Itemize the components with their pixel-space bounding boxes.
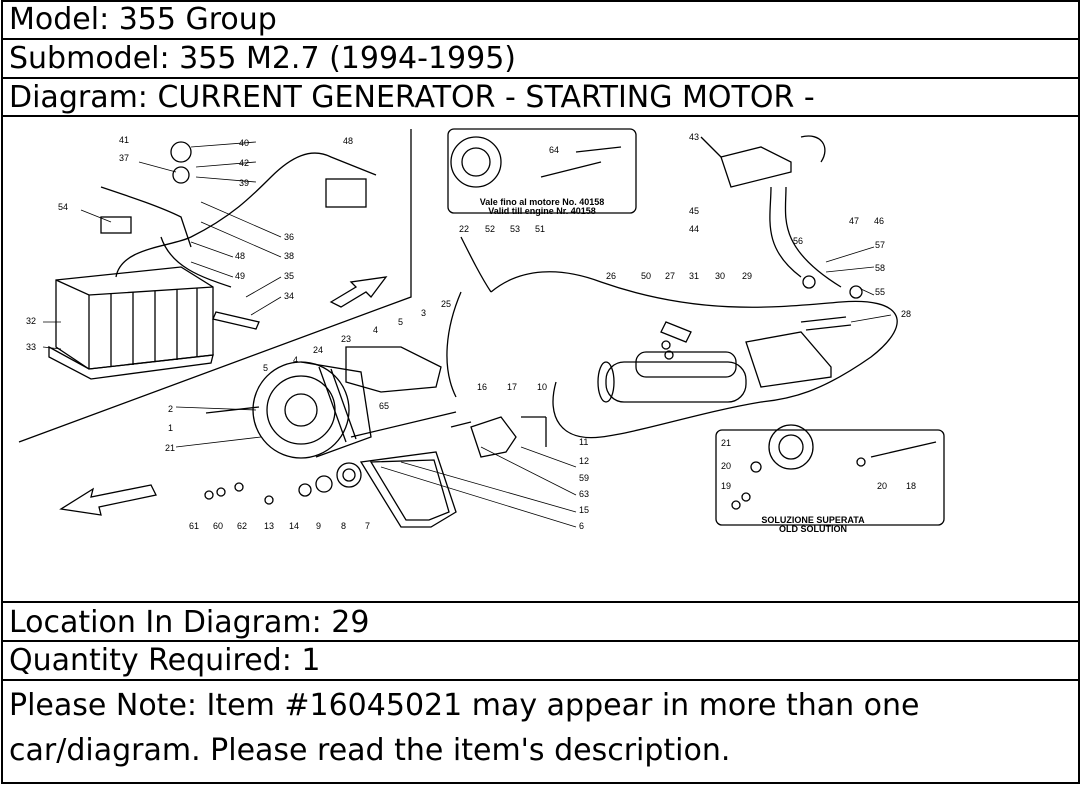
callout: 35: [284, 271, 294, 281]
callout: 63: [579, 489, 589, 499]
callout: 56: [793, 236, 803, 246]
callout: 31: [689, 271, 699, 281]
callout: 28: [901, 309, 911, 319]
callout: 48: [343, 136, 353, 146]
callout: 36: [284, 232, 294, 242]
callout: 4: [373, 325, 378, 335]
callout: 37: [119, 153, 129, 163]
callout: 52: [485, 224, 495, 234]
callout: 53: [510, 224, 520, 234]
callout: 30: [715, 271, 725, 281]
callout: 4: [293, 355, 298, 365]
callout: 61: [189, 521, 199, 531]
callout: 1: [168, 423, 173, 433]
inset-top-frame: [447, 128, 637, 214]
callout: 25: [441, 299, 451, 309]
callout: 57: [875, 240, 885, 250]
location-row: Location In Diagram: 29: [1, 603, 1080, 642]
callout: 49: [235, 271, 245, 281]
callout: 55: [875, 287, 885, 297]
callout: 12: [579, 456, 589, 466]
battery-panel-border: [18, 129, 412, 443]
callout: 46: [874, 216, 884, 226]
callout: 9: [316, 521, 321, 531]
callout: 20: [721, 461, 731, 471]
callout: 54: [58, 202, 68, 212]
inset-bottom-frame: [715, 429, 945, 526]
submodel-row: Submodel: 355 M2.7 (1994-1995): [1, 40, 1080, 79]
callout: 18: [906, 481, 916, 491]
callout: 13: [264, 521, 274, 531]
callout: 23: [341, 334, 351, 344]
callout: 62: [237, 521, 247, 531]
drive-belt: [298, 451, 457, 528]
inset-bottom-caption-2: OLD SOLUTION: [779, 524, 847, 534]
callout: 14: [289, 521, 299, 531]
callout: 34: [284, 291, 294, 301]
parts-diagram-drawing: Vale fino al motore No. 40158 Valid till…: [18, 128, 945, 534]
callout: 7: [365, 521, 370, 531]
callout: 10: [537, 382, 547, 392]
callout: 15: [579, 505, 589, 515]
battery-cable: [115, 152, 377, 278]
callout: 33: [26, 342, 36, 352]
callout: 48: [235, 251, 245, 261]
callout: 47: [849, 216, 859, 226]
callout: 38: [284, 251, 294, 261]
callout: 60: [213, 521, 223, 531]
callout: 32: [26, 316, 36, 326]
callout: 29: [742, 271, 752, 281]
callout: 22: [459, 224, 469, 234]
callout: 39: [239, 178, 249, 188]
inset-top-caption-1: Vale fino al motore No. 40158: [480, 197, 605, 207]
direction-arrow: [329, 276, 388, 308]
callout: 26: [606, 271, 616, 281]
callout: 19: [721, 481, 731, 491]
inset-bottom-caption-1: SOLUZIONE SUPERATA: [761, 515, 865, 525]
battery-illustration: [48, 266, 214, 380]
quantity-row: Quantity Required: 1: [1, 642, 1080, 681]
callout: 2: [168, 404, 173, 414]
callout: 59: [579, 473, 589, 483]
callout: 20: [877, 481, 887, 491]
callout: 5: [398, 317, 403, 327]
callout: 21: [165, 443, 175, 453]
callout: 65: [379, 401, 389, 411]
callout: 50: [641, 271, 651, 281]
callout: 21: [721, 438, 731, 448]
callout: 45: [689, 206, 699, 216]
starter-motor-illustration: [597, 331, 832, 403]
callout-numbers: 41 40 42 39 37 48 54 36 38 48 49 35 34 3…: [26, 132, 916, 531]
callout: 27: [665, 271, 675, 281]
callout: 42: [239, 158, 249, 168]
starter-cable: [490, 271, 898, 439]
diagram-title-row: Diagram: CURRENT GENERATOR - STARTING MO…: [1, 79, 1080, 117]
direction-arrow-lower: [59, 484, 157, 516]
callout: 43: [689, 132, 699, 142]
callout: 24: [313, 345, 323, 355]
callout: 3: [421, 308, 426, 318]
callout: 41: [119, 135, 129, 145]
leader-lines: [42, 141, 892, 528]
callout: 8: [341, 521, 346, 531]
callout: 16: [477, 382, 487, 392]
callout: 58: [875, 263, 885, 273]
callout: 11: [579, 437, 588, 447]
callout: 64: [549, 145, 559, 155]
callout: 5: [263, 363, 268, 373]
callout: 40: [239, 138, 249, 148]
callout: 44: [689, 224, 699, 234]
callout: 17: [507, 382, 517, 392]
parts-diagram: Vale fino al motore No. 40158 Valid till…: [1, 117, 1080, 603]
inset-top-caption-2: Valid till engine Nr. 40158: [488, 206, 596, 216]
note-text: Please Note: Item #16045021 may appear i…: [9, 688, 920, 768]
callout: 51: [535, 224, 545, 234]
model-row: Model: 355 Group: [1, 0, 1080, 40]
callout: 6: [579, 521, 584, 531]
